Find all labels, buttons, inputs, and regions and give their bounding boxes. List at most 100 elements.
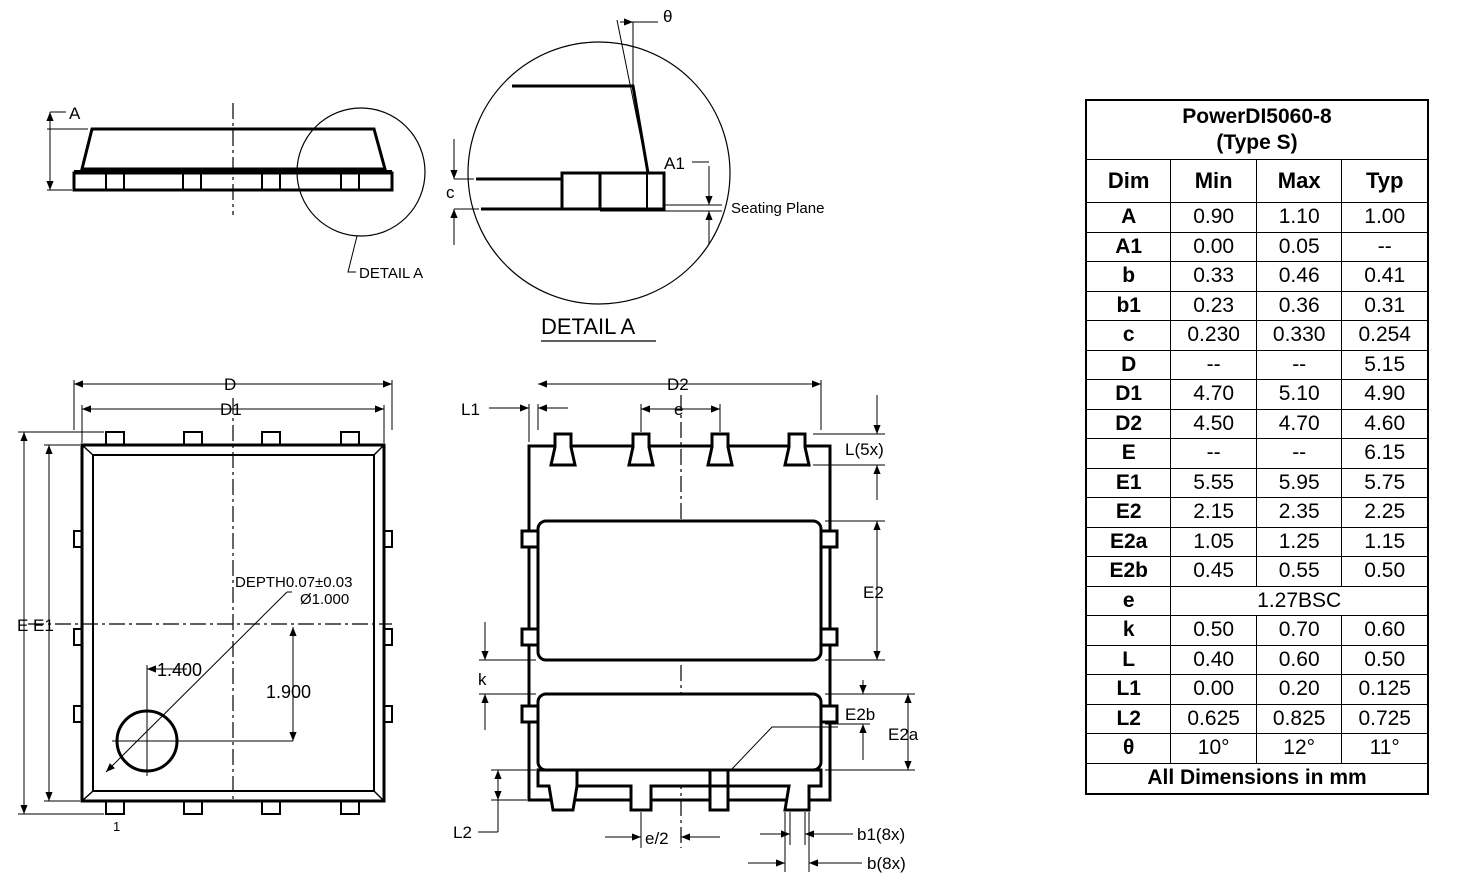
table-title: PowerDI5060-8 (Type S) (1085, 99, 1429, 160)
table-cell-typ: 4.60 (1341, 408, 1429, 439)
label-e2a: E2a (888, 725, 919, 744)
table-cell-max: 0.70 (1255, 615, 1343, 646)
table-cell-min: -- (1170, 349, 1257, 380)
table-cell-max: 5.10 (1255, 379, 1343, 410)
table-cell-min: 4.70 (1170, 379, 1257, 410)
label-a: A (69, 104, 81, 123)
table-cell-dim: E2b (1085, 556, 1172, 587)
table-cell-dim: e (1085, 585, 1172, 616)
thermal-pad-main (536, 519, 823, 662)
table-cell-min: 0.45 (1170, 556, 1257, 587)
table-cell-dim: L (1085, 644, 1172, 675)
table-title-line1: PowerDI5060-8 (1182, 105, 1332, 128)
label-1900: 1.900 (266, 682, 311, 702)
side-view-leads (105, 172, 360, 191)
table-cell-min: 2.15 (1170, 497, 1257, 528)
dimensions-table: PowerDI5060-8 (Type S) Dim Min Max Typ A… (1085, 99, 1429, 795)
bottom-view-side-tabs (520, 529, 839, 724)
top-view-leads (73, 431, 393, 815)
table-cell-max: 0.60 (1255, 644, 1343, 675)
label-depth: DEPTH0.07±0.03 (235, 574, 352, 591)
table-cell-max: 12° (1255, 733, 1343, 764)
bottom-view-outline (527, 444, 832, 802)
table-cell-max: 0.55 (1255, 556, 1343, 587)
label-b-8x: b(8x) (867, 854, 906, 873)
table-cell-max: 1.10 (1255, 202, 1343, 233)
table-cell-typ: 5.75 (1341, 467, 1429, 498)
table-cell-dim: A1 (1085, 231, 1172, 262)
label-diameter: Ø1.000 (300, 591, 349, 608)
table-cell-min: 0.00 (1170, 231, 1257, 262)
label-a1: A1 (664, 154, 685, 173)
table-cell-min: 0.23 (1170, 290, 1257, 321)
table-footer: All Dimensions in mm (1085, 762, 1429, 794)
table-cell-max: 0.05 (1255, 231, 1343, 262)
side-view (46, 103, 426, 273)
table-cell-typ: 0.31 (1341, 290, 1429, 321)
table-cell-max: 5.95 (1255, 467, 1343, 498)
table-cell-typ: 6.15 (1341, 438, 1429, 469)
table-cell-max: 0.330 (1255, 320, 1343, 351)
table-cell-max: 2.35 (1255, 497, 1343, 528)
table-cell-dim: b (1085, 261, 1172, 292)
table-cell-max: 4.70 (1255, 408, 1343, 439)
table-header-typ: Typ (1341, 159, 1429, 203)
table-cell-dim: E (1085, 438, 1172, 469)
table-cell-dim: L2 (1085, 703, 1172, 734)
detail-a-view (450, 18, 731, 305)
table-cell-typ: 0.60 (1341, 615, 1429, 646)
bottom-view-top-leads (549, 432, 811, 467)
table-cell-max: -- (1255, 349, 1343, 380)
table-cell-typ: 0.125 (1341, 674, 1429, 705)
table-cell-typ: 4.90 (1341, 379, 1429, 410)
table-cell-typ: 11° (1341, 733, 1429, 764)
table-cell-max: 0.825 (1255, 703, 1343, 734)
detail-a-pad (598, 171, 666, 211)
table-cell-value: 1.27BSC (1170, 585, 1429, 616)
table-cell-dim: D2 (1085, 408, 1172, 439)
table-cell-dim: D1 (1085, 379, 1172, 410)
table-cell-dim: E2 (1085, 497, 1172, 528)
label-theta: θ (663, 7, 672, 26)
table-header-min: Min (1170, 159, 1257, 203)
table-cell-typ: 0.50 (1341, 644, 1429, 675)
label-d1: D1 (220, 400, 242, 419)
top-view (18, 380, 393, 815)
detail-a-callout-circle (296, 107, 426, 237)
table-row: E----6.15 (1085, 438, 1429, 469)
detail-a-body-edge (512, 84, 650, 174)
label-c: c (446, 183, 455, 202)
table-cell-min: 5.55 (1170, 467, 1257, 498)
table-cell-max: 1.25 (1255, 526, 1343, 557)
table-cell-min: -- (1170, 438, 1257, 469)
table-cell-max: 0.36 (1255, 290, 1343, 321)
table-cell-typ: 0.41 (1341, 261, 1429, 292)
table-cell-max: 0.20 (1255, 674, 1343, 705)
bottom-view-bottom-leads (536, 768, 823, 812)
label-k: k (478, 670, 487, 689)
table-header-row: Dim Min Max Typ (1085, 159, 1429, 203)
label-d2: D2 (667, 375, 689, 394)
label-l1: L1 (461, 400, 480, 419)
table-cell-dim: b1 (1085, 290, 1172, 321)
side-view-body (80, 127, 387, 171)
detail-a-lead (560, 171, 602, 211)
table-cell-min: 0.90 (1170, 202, 1257, 233)
table-cell-min: 1.05 (1170, 526, 1257, 557)
label-e2b: E2b (845, 705, 875, 724)
label-detail-a: DETAIL A (359, 265, 423, 282)
table-header-max: Max (1255, 159, 1343, 203)
